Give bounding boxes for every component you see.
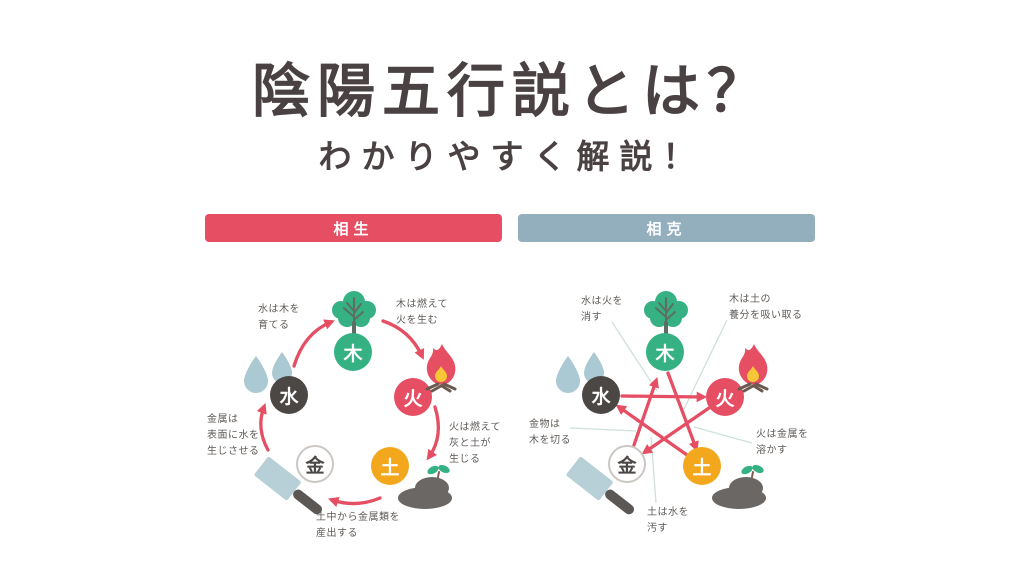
sousei-header: 相生 [205,214,502,242]
hatchet-icon [566,456,635,515]
connector-metal-to-wood [569,427,637,432]
connector-wood-to-earth [683,319,728,410]
soukoku-node-fire: 火 [706,378,744,416]
soukoku-label-fire-to-metal: 火は金属を 溶かす [756,429,809,456]
flame-icon [737,344,769,393]
arrow-water-to-fire [620,391,708,403]
sousei-label-water-to-wood: 水は木を 育てる [258,304,300,331]
soukoku-label-water-to-fire: 水は火を 消す [581,296,623,323]
tree-icon [332,291,376,341]
sousei-node-metal: 金 [296,445,334,483]
soukoku-node-metal: 金 [608,445,646,483]
sousei-label-metal-to-water: 金属は 表面に水を 生じさせる [207,414,260,457]
soukoku-label-earth-to-water: 土は水を 汚す [647,507,689,534]
soukoku-header: 相克 [518,214,815,242]
arrow-earth-to-water [615,404,689,457]
sousei-label-fire-to-earth: 火は燃えて 灰と土が 生じる [449,422,501,465]
soil-mound-icon [712,464,766,509]
water-drops-icon [244,352,292,393]
soukoku-node-wood: 木 [646,333,684,371]
soukoku-node-earth: 土 [683,447,721,485]
arrow-wood-to-fire [381,319,425,360]
arrow-metal-to-wood [632,377,659,447]
soukoku-node-water: 水 [582,376,620,414]
connector-fire-to-metal [693,426,753,444]
soukoku-label-wood-to-earth: 木は土の 養分を吸い取る [729,294,803,321]
soil-mound-icon [398,464,452,509]
sousei-label-wood-to-fire: 木は燃えて 火を生む [396,299,448,326]
sousei-node-fire: 火 [394,378,432,416]
arrow-water-to-wood [292,319,335,368]
arrow-fire-to-metal [641,406,711,455]
sousei-node-water: 水 [270,376,308,414]
sousei-label-earth-to-metal: 土中から金属類を 産出する [316,512,400,539]
tree-icon [644,291,688,341]
page-title: 陰陽五行説とは？ [251,57,772,125]
soukoku-label-metal-to-wood: 金物は 木を切る [529,419,571,446]
flame-icon [425,344,457,393]
arrow-metal-to-water [256,403,270,452]
water-drops-icon [556,352,604,393]
sousei-node-wood: 木 [334,333,372,371]
page-subtitle: わかりやすく解説！ [318,137,706,176]
arrow-wood-to-earth [666,371,699,452]
sousei-node-earth: 土 [371,447,409,485]
hatchet-icon [254,456,323,515]
arrow-fire-to-earth [426,405,441,461]
arrow-earth-to-metal [327,496,382,508]
